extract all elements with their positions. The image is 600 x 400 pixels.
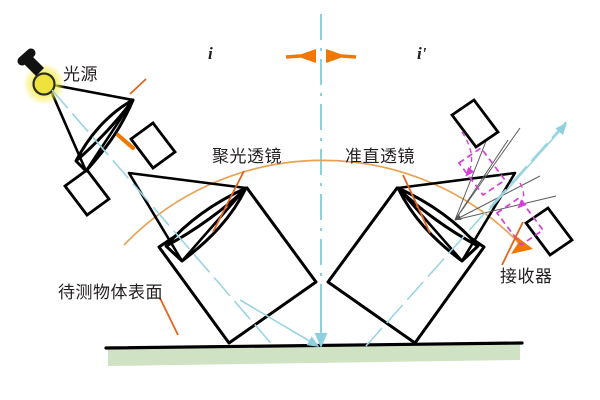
label-condenser-lens: 聚光透镜 <box>212 147 282 166</box>
illumination-ray-arrow <box>239 299 320 347</box>
label-incident-angle: i <box>208 44 213 63</box>
collection-chief-ray <box>365 121 567 347</box>
slit-jaw-upper <box>129 121 177 170</box>
bulb-base <box>17 48 36 66</box>
detector-element-upper <box>450 98 500 149</box>
leader-lines <box>116 78 524 336</box>
label-sample-surface: 待测物体表面 <box>58 283 163 302</box>
leader-sample-surface <box>159 297 179 336</box>
leader-collimating-lens <box>402 174 431 234</box>
illumination-barrel <box>157 186 318 345</box>
leader-condenser-lens <box>212 170 245 233</box>
illumination-chief-ray <box>51 89 276 349</box>
arc-arrow-left-stem <box>285 54 301 59</box>
label-light-source: 光源 <box>63 65 98 84</box>
slit-jaws <box>63 121 177 217</box>
sample-surface <box>104 341 524 366</box>
detector-element-lower <box>524 206 574 257</box>
angle-arc-path <box>123 159 520 246</box>
collection-arm <box>326 98 574 347</box>
leader-light-source <box>129 78 147 95</box>
receiver-detectors <box>450 98 574 257</box>
light-source-bulb <box>17 48 65 105</box>
label-receiver: 接收器 <box>500 267 553 286</box>
condenser-cone <box>127 171 248 263</box>
sample-body <box>108 343 520 366</box>
detector-rays <box>454 127 557 221</box>
collection-ray-arrow <box>488 122 568 211</box>
arc-arrow-right <box>326 49 346 63</box>
arc-arrow-left <box>296 49 316 63</box>
arc-arrow-right-stem <box>341 54 357 59</box>
slit-jaw-lower <box>63 168 111 217</box>
condenser-focus-tick <box>116 133 135 150</box>
source-cone <box>46 82 135 173</box>
detector-shift-arrow-lower <box>517 182 527 209</box>
label-reflected-angle: i' <box>417 44 427 63</box>
detector-shift-arrow-upper <box>461 131 475 177</box>
illumination-arm <box>17 48 320 349</box>
angle-arc <box>123 49 533 254</box>
detector-ray-2 <box>454 139 509 221</box>
label-collimating-lens: 准直透镜 <box>345 147 415 166</box>
collection-cone <box>396 171 517 263</box>
detector-ray-1 <box>454 127 521 221</box>
bulb-envelope <box>32 72 56 96</box>
leader-receiver <box>501 221 524 266</box>
detector-ray-4 <box>454 195 557 221</box>
